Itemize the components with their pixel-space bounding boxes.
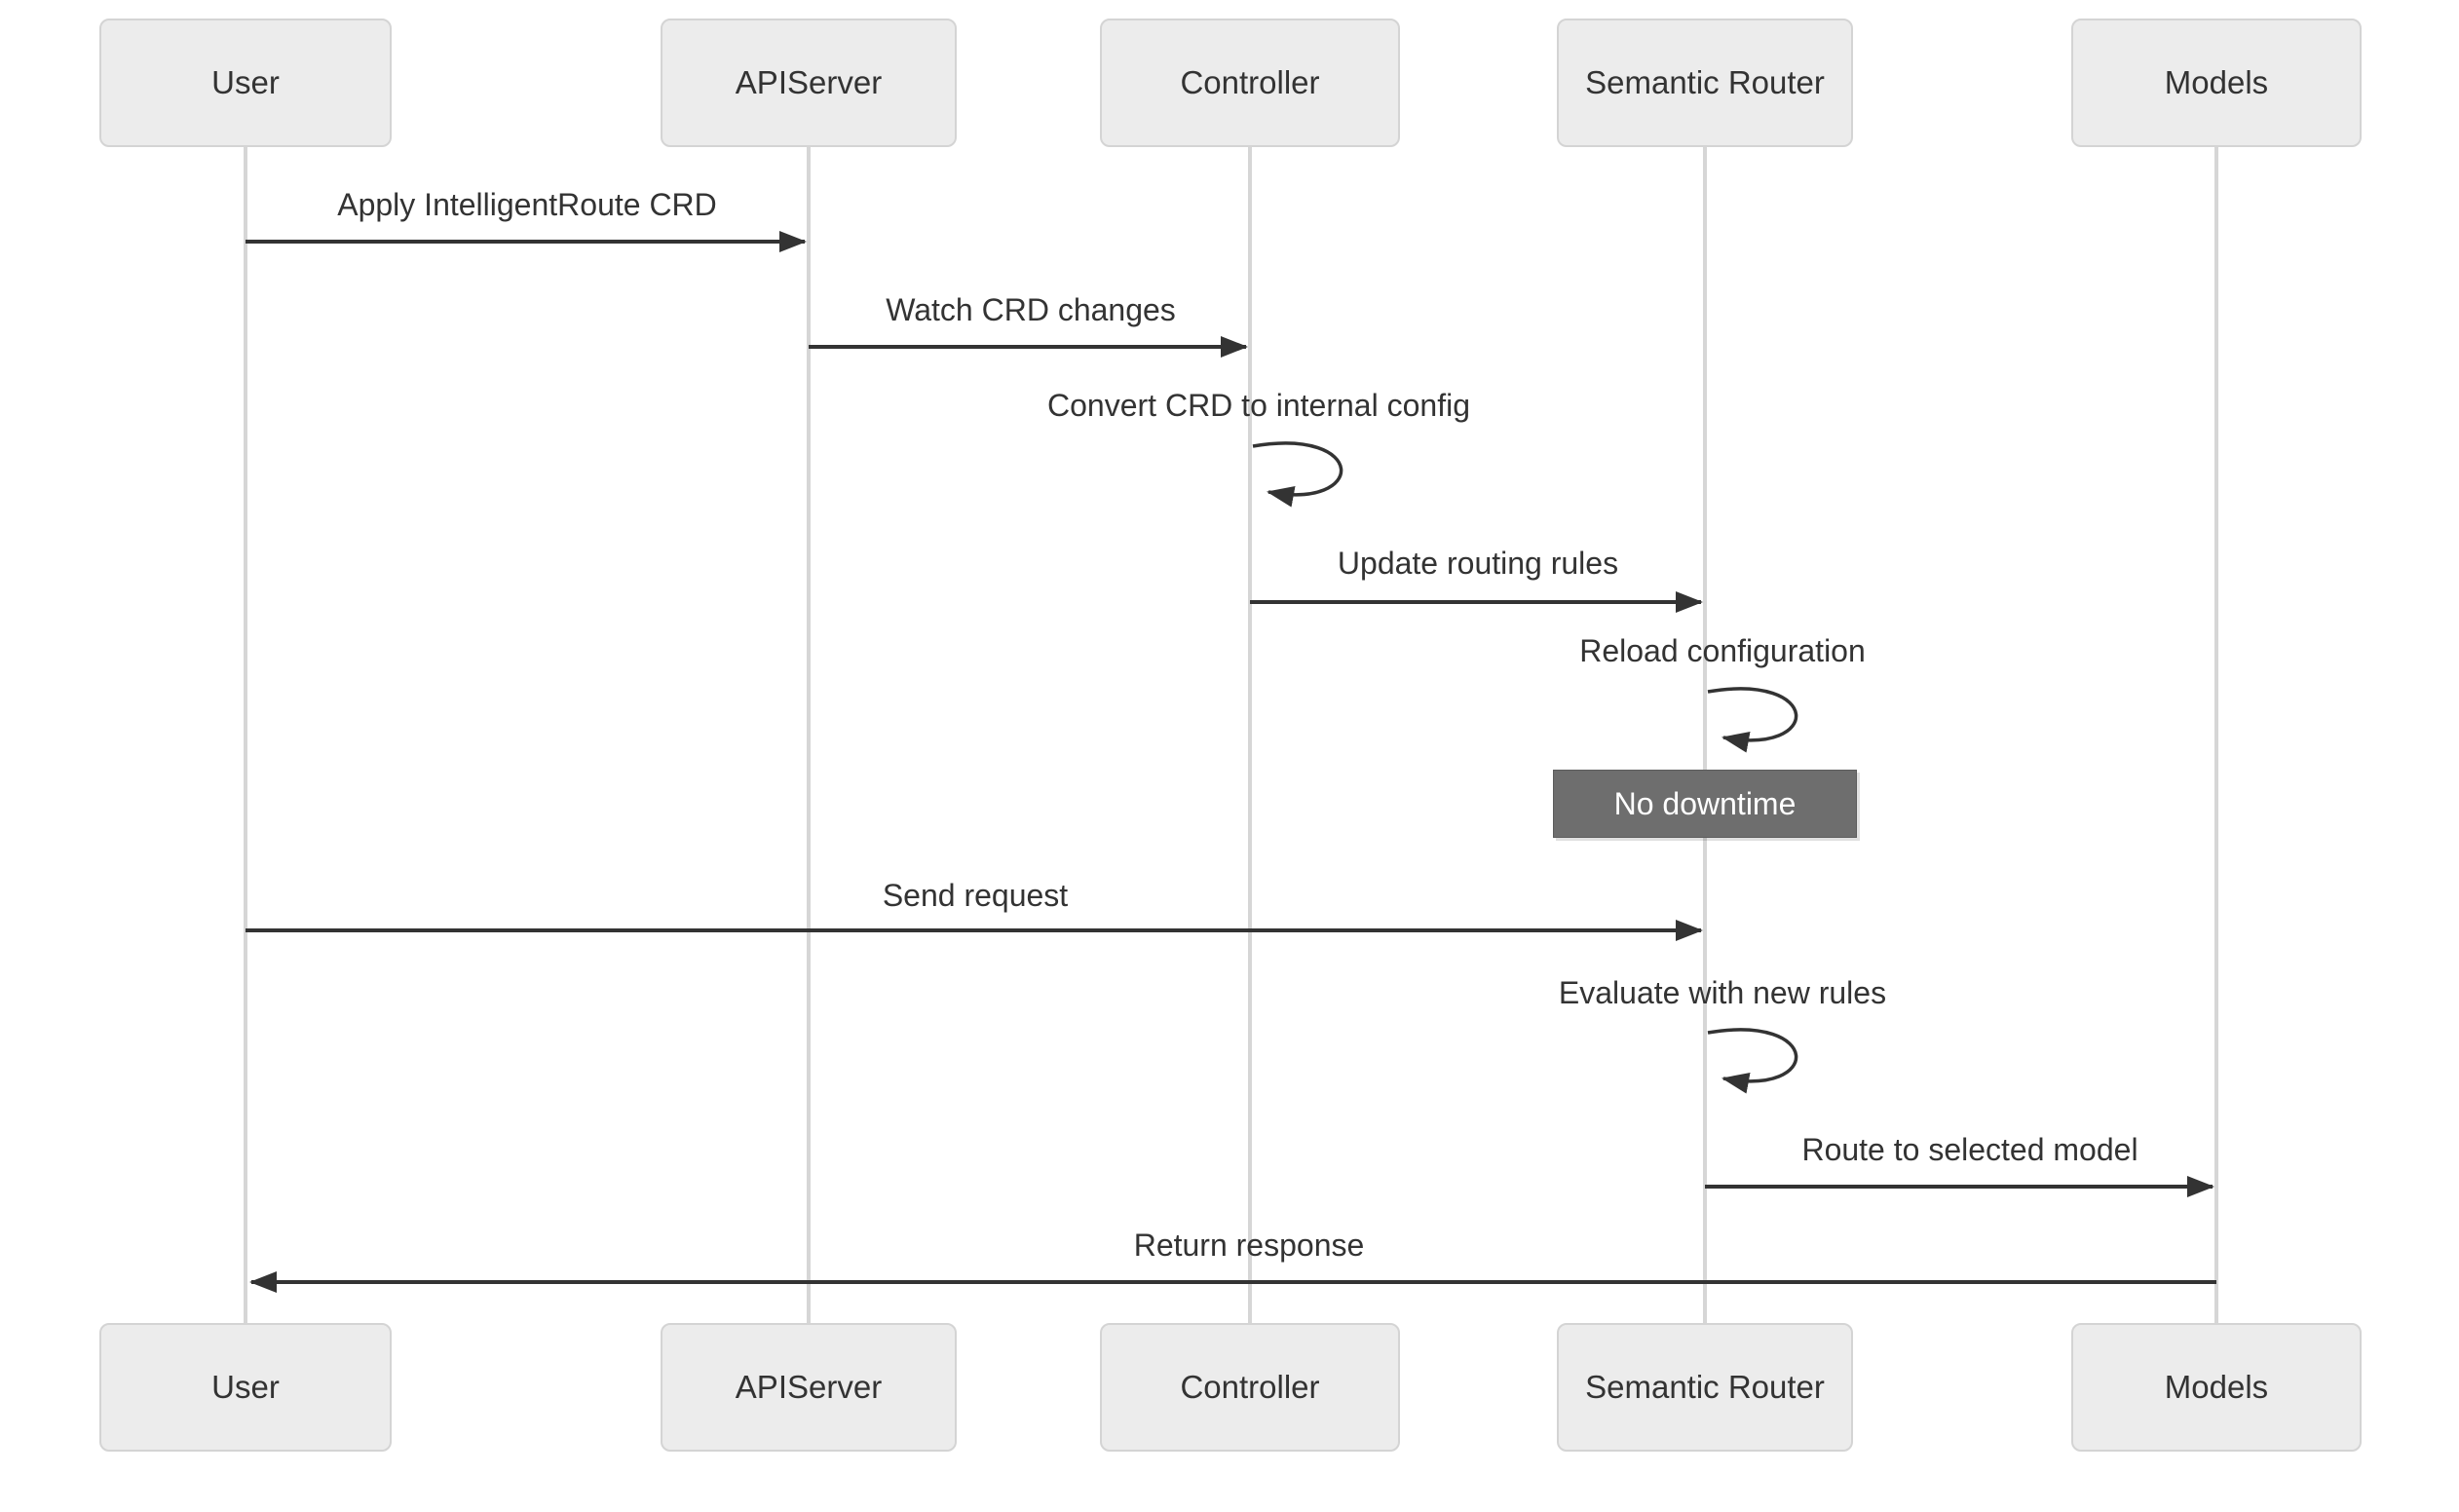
message-label-convert-crd: Convert CRD to internal config [1047,388,1470,423]
note-label: No downtime [1613,785,1797,821]
participant-box-user-bottom: User [99,1323,392,1452]
message-label-return-response: Return response [1133,1228,1365,1263]
participant-box-semantic-router-bottom: Semantic Router [1557,1323,1853,1452]
participant-box-controller-bottom: Controller [1100,1323,1400,1452]
participant-box-models-top: Models [2071,19,2362,147]
message-label-evaluate-rules: Evaluate with new rules [1558,975,1887,1010]
self-loop-reload-config [1707,687,1798,753]
self-loop-evaluate-rules [1707,1028,1798,1094]
participant-label: Models [2164,1369,2269,1405]
message-label-route-model: Route to selected model [1801,1132,2138,1167]
participant-box-semantic-router-top: Semantic Router [1557,19,1853,147]
participant-label: Semantic Router [1585,1369,1825,1405]
self-loop-convert-crd [1252,441,1343,508]
participant-box-user-top: User [99,19,392,147]
participant-label: Controller [1180,1369,1320,1405]
participant-box-apiserver-top: APIServer [661,19,957,147]
participant-label: APIServer [735,64,883,100]
message-label-send-request: Send request [882,878,1069,913]
message-label-watch-crd: Watch CRD changes [886,292,1176,327]
participant-box-controller-top: Controller [1100,19,1400,147]
participant-label: User [211,1369,280,1405]
participant-label: APIServer [735,1369,883,1405]
participant-label: User [211,64,280,100]
participant-label: Semantic Router [1585,64,1825,100]
participant-label: Controller [1180,64,1320,100]
message-label-apply-crd: Apply IntelligentRoute CRD [337,187,717,222]
message-label-reload-config: Reload configuration [1579,633,1866,668]
note-no-downtime: No downtime [1553,770,1857,838]
participant-box-apiserver-bottom: APIServer [661,1323,957,1452]
participant-box-models-bottom: Models [2071,1323,2362,1452]
message-label-update-rules: Update routing rules [1337,546,1619,581]
participant-label: Models [2164,64,2269,100]
